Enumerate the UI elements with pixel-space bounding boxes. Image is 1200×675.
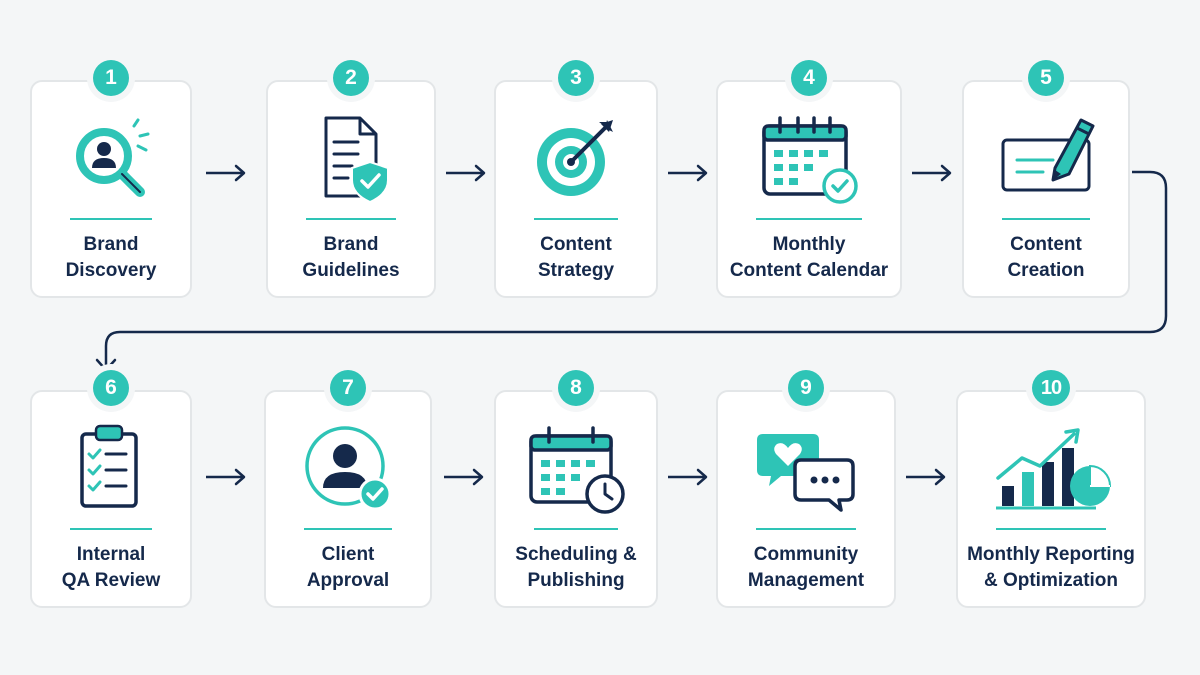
card-divider <box>534 218 618 220</box>
step-label: Content Creation <box>1007 234 1085 281</box>
flow-arrow-icon <box>666 467 710 487</box>
card-divider <box>304 528 392 530</box>
step-card-2: 2 Brand Guidelines <box>266 60 436 298</box>
step-label: Brand Guidelines <box>302 234 400 281</box>
step-card-1: 1 Brand Discovery <box>30 60 192 298</box>
step-card-4: 4 Month <box>716 60 902 298</box>
pencil-edit-icon <box>991 110 1101 210</box>
step-label: Client Approval <box>306 544 390 591</box>
card-divider <box>996 528 1106 530</box>
card-divider <box>70 528 152 530</box>
flow-arrow-icon <box>442 467 486 487</box>
chat-bubbles-icon <box>751 420 861 520</box>
step-number-badge: 8 <box>558 370 594 406</box>
target-arrow-icon <box>521 110 631 210</box>
step-number-badge: 6 <box>93 370 129 406</box>
step-card-3: 3 Content Strategy <box>494 60 658 298</box>
card-divider <box>756 528 856 530</box>
flow-arrow-icon <box>204 163 248 183</box>
card-divider <box>1002 218 1090 220</box>
step-card-8: 8 Scheduling & Publ <box>494 370 658 608</box>
card-divider <box>70 218 152 220</box>
step-number-badge: 4 <box>791 60 827 96</box>
flow-arrow-icon <box>444 163 488 183</box>
user-approved-icon <box>293 420 403 520</box>
card-divider <box>534 528 618 530</box>
step-number-badge: 1 <box>93 60 129 96</box>
card-divider <box>306 218 396 220</box>
document-shield-icon <box>296 110 406 210</box>
clipboard-checklist-icon <box>56 420 166 520</box>
step-number-badge: 3 <box>558 60 594 96</box>
step-label: Brand Discovery <box>65 234 157 281</box>
step-card-7: 7 Client Approval <box>264 370 432 608</box>
step-card-5: 5 Content Creation <box>962 60 1130 298</box>
flow-arrow-icon <box>904 467 948 487</box>
step-number-badge: 2 <box>333 60 369 96</box>
step-label: Internal QA Review <box>61 544 161 591</box>
step-number-badge: 7 <box>330 370 366 406</box>
step-number-badge: 5 <box>1028 60 1064 96</box>
flow-arrow-icon <box>910 163 954 183</box>
step-card-9: 9 Community Management <box>716 370 896 608</box>
step-label: Scheduling & Publishing <box>515 544 637 591</box>
step-label: Community Management <box>747 544 865 591</box>
magnifier-person-icon <box>56 110 166 210</box>
flow-arrow-icon <box>666 163 710 183</box>
step-label: Monthly Reporting & Optimization <box>967 544 1135 591</box>
step-card-10: 10 Monthly Reporting & Optimization <box>956 370 1146 608</box>
step-card-6: 6 Internal QA Review <box>30 370 192 608</box>
step-label: Monthly Content Calendar <box>729 234 889 281</box>
step-number-badge: 10 <box>1032 370 1070 406</box>
growth-chart-icon <box>986 420 1116 520</box>
calendar-check-icon <box>754 110 864 210</box>
step-number-badge: 9 <box>788 370 824 406</box>
flow-arrow-icon <box>204 467 248 487</box>
calendar-clock-icon <box>521 420 631 520</box>
step-label: Content Strategy <box>537 234 615 281</box>
card-divider <box>756 218 862 220</box>
